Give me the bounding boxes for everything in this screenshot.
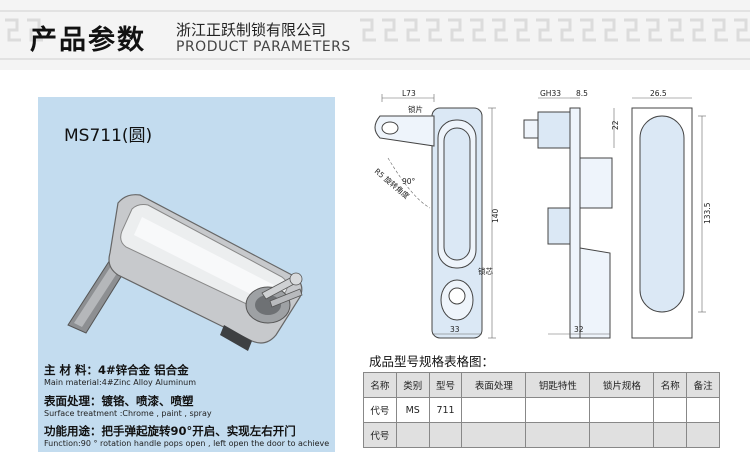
label-lock-plate: 锁片 <box>408 104 423 114</box>
dim-133-5: 133.5 <box>703 202 712 224</box>
dim-l73: L73 <box>402 89 416 98</box>
material-en: Main material:4#Zinc Alloy Aluminum <box>44 378 197 387</box>
table-header-cell: 备注 <box>686 372 720 398</box>
table-cell <box>686 397 720 423</box>
table-header-row: 名称 类别 型号 表面处理 钥匙特性 锁片规格 名称 备注 <box>363 372 720 398</box>
table-cell <box>653 397 688 423</box>
function-en: Function:90 ° rotation handle pops open … <box>44 439 330 448</box>
spec-table: 名称 类别 型号 表面处理 钥匙特性 锁片规格 名称 备注 代号 MS 711 … <box>363 372 720 448</box>
technical-drawing: L73 锁片 90° R5 旋转角度 140 锁芯 33 GH33 8.5 22… <box>373 89 712 339</box>
table-cell: 代号 <box>363 397 397 423</box>
table-row: 代号 <box>363 422 720 448</box>
dim-140: 140 <box>491 208 500 223</box>
table-cell: 代号 <box>363 422 397 448</box>
dim-8-5: 8.5 <box>576 89 588 98</box>
table-cell <box>589 397 655 423</box>
table-cell <box>428 422 463 448</box>
function-cn: 功能用途：把手弹起旋转90°开启、实现左右开门 <box>44 424 296 438</box>
table-header-cell: 锁片规格 <box>589 372 655 398</box>
product-panel: MS711(圆) 主 材 料：4#锌合金 铝合金 Main material:4… <box>38 97 335 452</box>
company-name: 浙江正跃制锁有限公司 <box>176 21 327 39</box>
table-title: 成品型号规格表格图： <box>369 354 495 369</box>
model-label: MS711(圆) <box>64 126 153 146</box>
header-banner: 产品参数 浙江正跃制锁有限公司 PRODUCT PARAMETERS <box>0 0 750 70</box>
table-cell: 711 <box>428 397 463 423</box>
table-header-cell: 类别 <box>395 372 430 398</box>
table-header-cell: 钥匙特性 <box>525 372 591 398</box>
banner-pattern <box>0 10 750 60</box>
table-header-cell: 表面处理 <box>461 372 527 398</box>
table-header-cell: 名称 <box>363 372 397 398</box>
table-cell <box>686 422 720 448</box>
material-cn: 主 材 料：4#锌合金 铝合金 <box>44 363 189 377</box>
table-cell <box>461 397 527 423</box>
page-subtitle: PRODUCT PARAMETERS <box>176 39 351 55</box>
dim-gh33: GH33 <box>540 89 561 98</box>
dim-22: 22 <box>611 120 620 130</box>
dim-33: 33 <box>450 325 460 334</box>
table-cell <box>653 422 688 448</box>
surface-cn: 表面处理：镀铬、喷漆、喷塑 <box>44 394 194 408</box>
dim-32: 32 <box>574 325 584 334</box>
dim-26-5: 26.5 <box>650 89 667 98</box>
table-cell <box>525 397 591 423</box>
table-cell <box>525 422 591 448</box>
surface-en: Surface treatment :Chrome , paint , spra… <box>44 409 212 418</box>
table-row: 代号 MS 711 <box>363 397 720 423</box>
table-header-cell: 型号 <box>428 372 463 398</box>
page-title: 产品参数 <box>30 25 146 56</box>
table-cell <box>461 422 527 448</box>
label-angle: 90° <box>402 177 416 186</box>
table-header-cell: 名称 <box>653 372 688 398</box>
label-lock-core: 锁芯 <box>478 266 493 276</box>
side-view-plate <box>569 107 581 339</box>
product-image <box>67 194 303 351</box>
table-cell: MS <box>395 397 430 423</box>
table-cell <box>395 422 430 448</box>
table-cell <box>589 422 655 448</box>
